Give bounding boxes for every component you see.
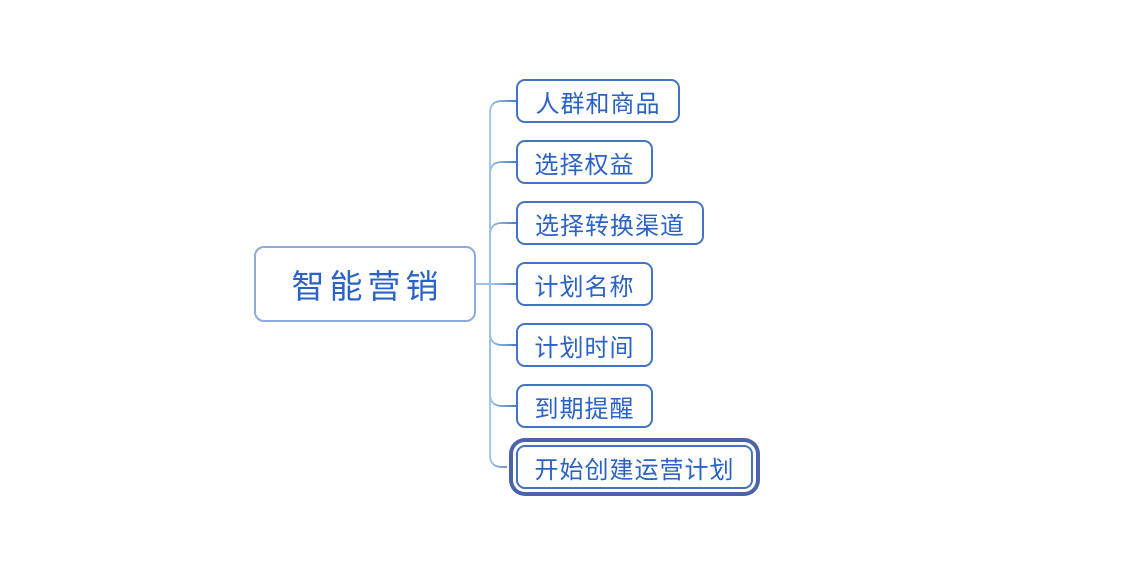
mindmap-node-plan-name[interactable]: 计划名称 xyxy=(516,262,653,306)
mindmap-node-select-benefits[interactable]: 选择权益 xyxy=(516,140,653,184)
connector-branch xyxy=(489,222,516,284)
connector-branch xyxy=(489,284,516,346)
connector-branch xyxy=(489,284,507,468)
connector-branch xyxy=(489,100,516,284)
connector-branch xyxy=(489,284,516,407)
mindmap-node-label: 选择权益 xyxy=(534,152,635,179)
mindmap-node-label: 开始创建运营计划 xyxy=(534,457,735,484)
mindmap-node-audience-products[interactable]: 人群和商品 xyxy=(516,79,680,123)
mindmap-node-start-create-plan-selected[interactable]: 开始创建运营计划 xyxy=(516,445,753,489)
connector-branch xyxy=(489,161,516,284)
mindmap-node-label: 计划时间 xyxy=(534,335,635,362)
mindmap-root-node[interactable]: 智能营销 xyxy=(254,246,476,322)
mindmap-node-label: 计划名称 xyxy=(534,274,635,301)
mindmap-root-label: 智能营销 xyxy=(291,270,444,306)
mindmap-node-select-conversion-channel[interactable]: 选择转换渠道 xyxy=(516,201,704,245)
mindmap-node-label: 选择转换渠道 xyxy=(535,213,685,240)
mindmap-node-label: 人群和商品 xyxy=(535,91,661,118)
mindmap-node-plan-time[interactable]: 计划时间 xyxy=(516,323,653,367)
mindmap-node-expiry-reminder[interactable]: 到期提醒 xyxy=(516,384,653,428)
mindmap-node-label: 到期提醒 xyxy=(534,396,635,423)
